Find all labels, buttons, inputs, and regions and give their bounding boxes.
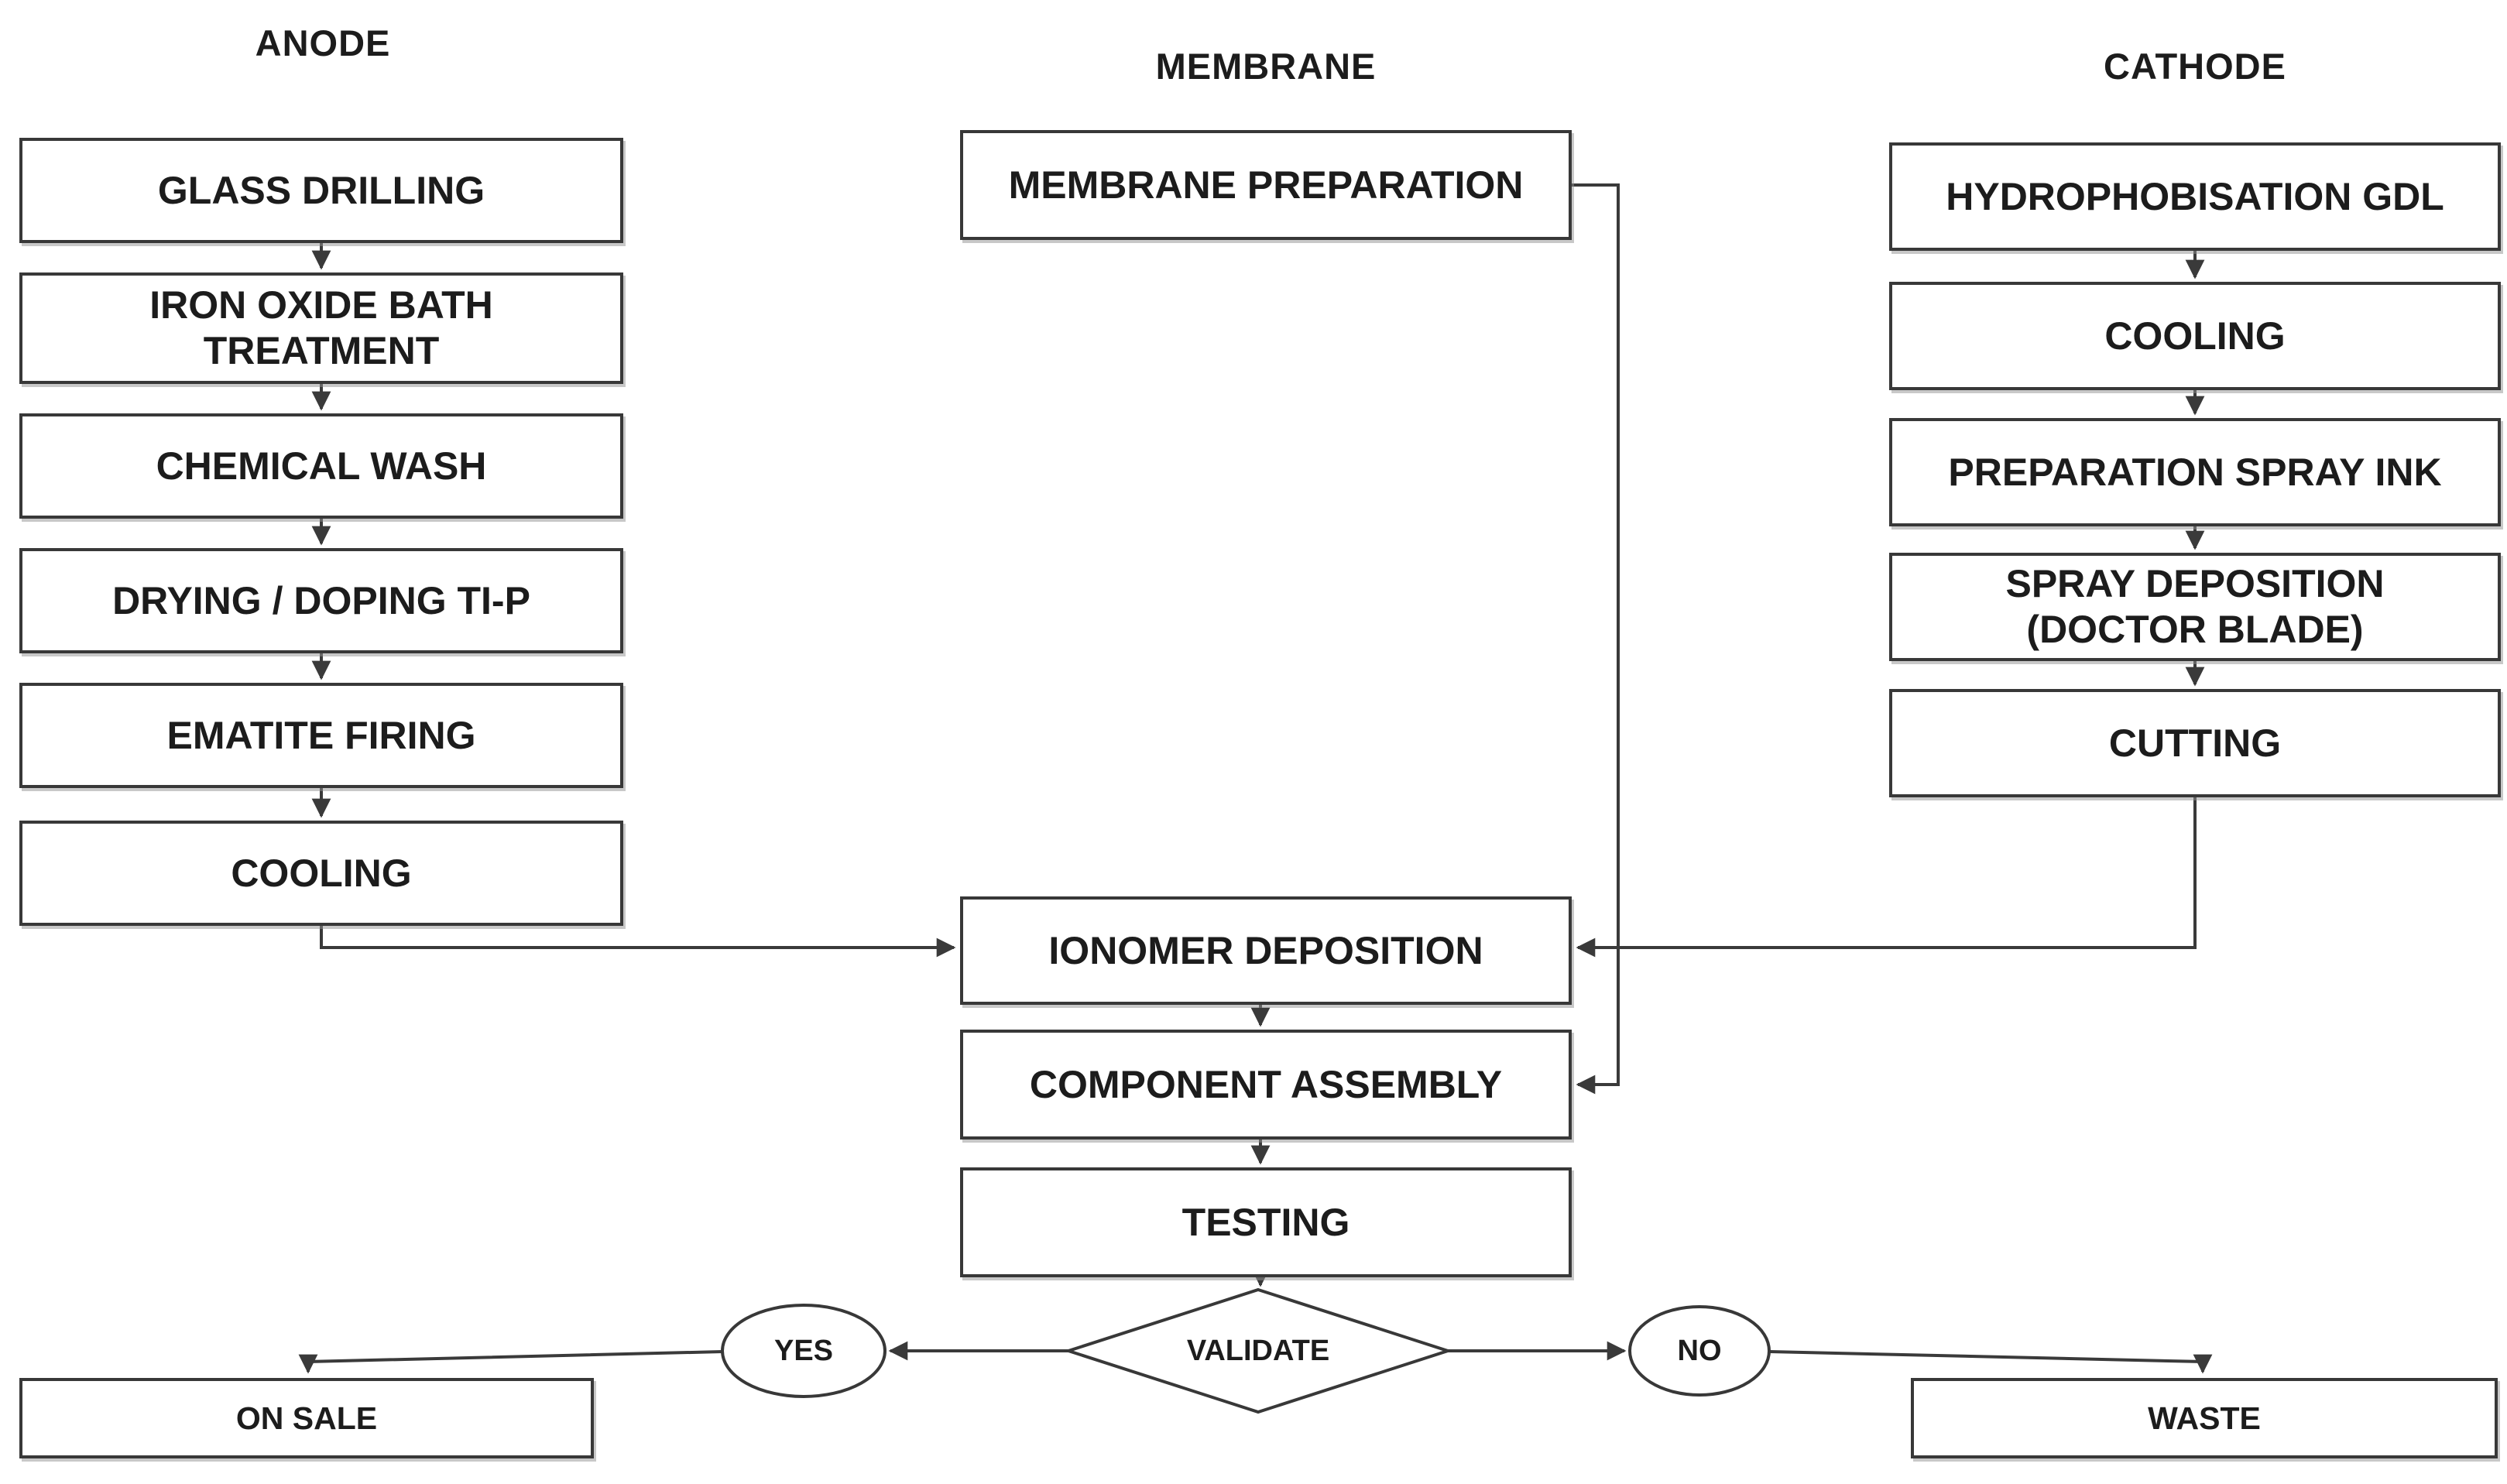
yes-ellipse bbox=[722, 1305, 885, 1397]
step-ionomer-deposition: IONOMER DEPOSITION bbox=[960, 896, 1572, 1005]
outcome-on-sale: ON SALE bbox=[19, 1378, 594, 1458]
step-cutting: CUTTING bbox=[1889, 689, 2501, 797]
step-label: IRON OXIDE BATH TREATMENT bbox=[149, 283, 493, 372]
arrow-membrane-to-assembly bbox=[1572, 185, 1618, 1095]
step-testing: TESTING bbox=[960, 1167, 1572, 1277]
step-label: CUTTING bbox=[2108, 721, 2282, 765]
step-anode-cooling: COOLING bbox=[19, 821, 623, 926]
step-label: COMPONENT ASSEMBLY bbox=[1029, 1062, 1503, 1106]
arrow-cutting-to-ionomer bbox=[1576, 797, 2195, 958]
column-title-cathode: CATHODE bbox=[2104, 46, 2286, 87]
step-label: COOLING bbox=[2104, 314, 2286, 358]
step-ematite-firing: EMATITE FIRING bbox=[19, 683, 623, 788]
column-title-membrane: MEMBRANE bbox=[1155, 46, 1377, 87]
step-label: SPRAY DEPOSITION (DOCTOR BLADE) bbox=[2005, 562, 2385, 651]
step-label: DRYING / DOPING TI-P bbox=[112, 578, 530, 622]
outcome-waste: WASTE bbox=[1911, 1378, 2498, 1458]
step-spray-deposition-doctor-blade: SPRAY DEPOSITION (DOCTOR BLADE) bbox=[1889, 553, 2501, 661]
step-label: HYDROPHOBISATION GDL bbox=[1946, 174, 2444, 218]
outcome-label: WASTE bbox=[2148, 1400, 2261, 1436]
outcome-label: ON SALE bbox=[235, 1400, 378, 1436]
step-hydrophobisation-gdl: HYDROPHOBISATION GDL bbox=[1889, 142, 2501, 251]
column-title-anode: ANODE bbox=[255, 22, 391, 63]
step-label: CHEMICAL WASH bbox=[156, 444, 487, 488]
step-chemical-wash: CHEMICAL WASH bbox=[19, 413, 623, 519]
step-membrane-preparation: MEMBRANE PREPARATION bbox=[960, 130, 1572, 240]
step-label: GLASS DRILLING bbox=[157, 168, 485, 212]
step-label: PREPARATION SPRAY INK bbox=[1948, 450, 2442, 494]
step-label: MEMBRANE PREPARATION bbox=[1008, 163, 1524, 207]
step-preparation-spray-ink: PREPARATION SPRAY INK bbox=[1889, 418, 2501, 526]
step-label: EMATITE FIRING bbox=[166, 713, 476, 757]
step-cathode-cooling: COOLING bbox=[1889, 282, 2501, 390]
step-drying-doping-tip: DRYING / DOPING TI-P bbox=[19, 548, 623, 653]
arrow-anode-cooling-to-ionomer bbox=[321, 926, 956, 958]
step-label: COOLING bbox=[231, 851, 412, 895]
yes-label: YES bbox=[773, 1334, 834, 1367]
validate-label: VALIDATE bbox=[1186, 1334, 1330, 1367]
decision-diamond-validate bbox=[1068, 1290, 1448, 1412]
step-glass-drilling: GLASS DRILLING bbox=[19, 138, 623, 243]
arrow-yes-to-onsale bbox=[298, 1352, 722, 1374]
step-label: IONOMER DEPOSITION bbox=[1048, 928, 1483, 972]
step-label: TESTING bbox=[1181, 1200, 1350, 1244]
step-iron-oxide-bath-treatment: IRON OXIDE BATH TREATMENT bbox=[19, 272, 623, 384]
no-ellipse bbox=[1630, 1307, 1769, 1395]
no-label: NO bbox=[1677, 1334, 1722, 1367]
arrow-no-to-waste bbox=[1770, 1352, 2213, 1374]
step-component-assembly: COMPONENT ASSEMBLY bbox=[960, 1030, 1572, 1140]
